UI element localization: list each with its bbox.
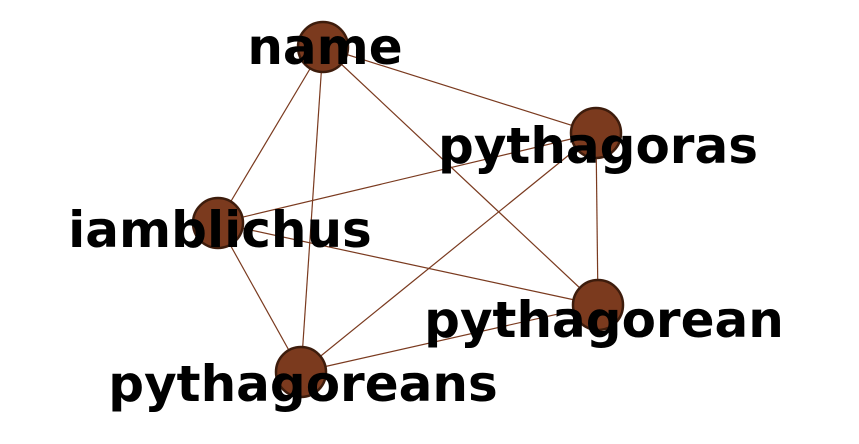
node-layer xyxy=(191,20,625,399)
edge-pythagorean-pythagoreans xyxy=(300,304,599,373)
node-label-name: name xyxy=(247,18,402,76)
node-pythagoras xyxy=(569,106,623,160)
edge-pythagoras-pythagoreans xyxy=(300,132,597,373)
node-pythagoreans xyxy=(274,345,328,399)
edge-name-pythagoreans xyxy=(300,46,324,373)
edge-layer xyxy=(217,46,599,373)
edge-name-pythagoras xyxy=(322,46,597,134)
edge-iamblichus-pythagoreans xyxy=(217,222,302,373)
node-iamblichus xyxy=(191,196,245,250)
node-label-pythagoreans: pythagoreans xyxy=(108,355,497,413)
label-layer: name pythagoras iamblichus pythagorean pytha… xyxy=(68,18,784,413)
node-label-pythagoras: pythagoras xyxy=(438,117,758,175)
node-pythagorean xyxy=(571,278,625,332)
edge-name-pythagorean xyxy=(322,46,599,306)
edge-pythagoras-pythagorean xyxy=(595,132,599,306)
node-label-iamblichus: iamblichus xyxy=(68,201,372,259)
edge-pythagoras-iamblichus xyxy=(217,132,597,224)
node-name xyxy=(296,20,350,74)
edge-iamblichus-pythagorean xyxy=(217,222,599,306)
node-label-pythagorean: pythagorean xyxy=(424,291,784,349)
edge-name-iamblichus xyxy=(217,46,324,224)
